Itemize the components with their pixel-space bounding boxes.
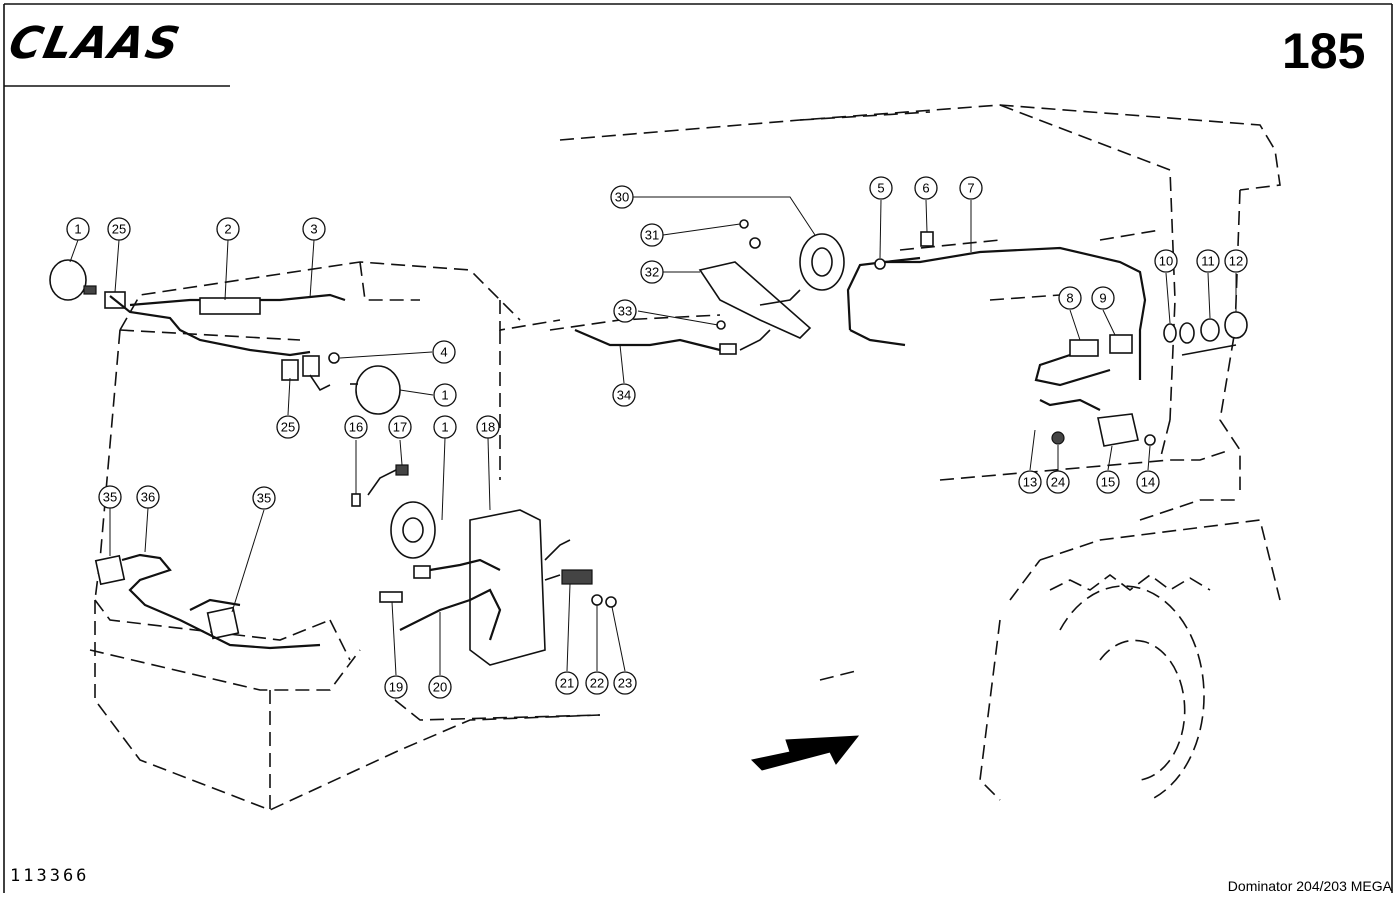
drawing-number: 113366 — [10, 866, 90, 886]
svg-text:31: 31 — [645, 228, 659, 243]
svg-text:21: 21 — [560, 676, 574, 691]
callout-35: 35 — [252, 486, 276, 510]
callout-16: 16 — [344, 415, 368, 439]
page-number: 185 — [1282, 23, 1366, 79]
callout-9: 9 — [1091, 286, 1115, 310]
callout-8: 8 — [1058, 286, 1082, 310]
svg-text:5: 5 — [877, 181, 884, 196]
callout-4: 4 — [432, 340, 456, 364]
svg-text:35: 35 — [257, 491, 271, 506]
callout-20: 20 — [428, 675, 452, 699]
svg-text:36: 36 — [141, 490, 155, 505]
svg-text:6: 6 — [922, 181, 929, 196]
callout-24: 24 — [1046, 470, 1070, 494]
callout-32: 32 — [640, 260, 664, 284]
model-name: Dominator 204/203 MEGA — [1227, 878, 1392, 894]
work-lamp-icon — [49, 259, 87, 301]
svg-text:7: 7 — [967, 181, 974, 196]
right-parts — [846, 231, 1248, 447]
callout-1: 1 — [433, 383, 457, 407]
svg-text:22: 22 — [590, 676, 604, 691]
callout-18: 18 — [476, 415, 500, 439]
callout-12: 12 — [1224, 249, 1248, 273]
callout-5: 5 — [869, 176, 893, 200]
svg-text:1: 1 — [74, 222, 81, 237]
cab-outline — [89, 261, 601, 811]
direction-arrow-icon — [750, 735, 860, 771]
svg-text:12: 12 — [1229, 254, 1243, 269]
svg-text:18: 18 — [481, 420, 495, 435]
leader-lines — [69, 196, 1237, 676]
svg-text:32: 32 — [645, 265, 659, 280]
svg-text:10: 10 — [1159, 254, 1173, 269]
svg-text:24: 24 — [1051, 475, 1065, 490]
svg-text:35: 35 — [103, 490, 117, 505]
svg-text:11: 11 — [1201, 254, 1215, 269]
callout-25: 25 — [276, 415, 300, 439]
callout-10: 10 — [1154, 249, 1178, 273]
callout-22: 22 — [585, 671, 609, 695]
left-parts — [49, 259, 617, 666]
callout-2: 2 — [216, 217, 240, 241]
callout-15: 15 — [1096, 470, 1120, 494]
callout-14: 14 — [1136, 470, 1160, 494]
callout-13: 13 — [1018, 470, 1042, 494]
callout-3: 3 — [302, 217, 326, 241]
callout-33: 33 — [613, 299, 637, 323]
callout-11: 11 — [1196, 249, 1220, 273]
svg-text:4: 4 — [440, 345, 447, 360]
callout-34: 34 — [612, 383, 636, 407]
svg-text:14: 14 — [1141, 475, 1155, 490]
svg-text:15: 15 — [1101, 475, 1115, 490]
svg-text:30: 30 — [615, 190, 629, 205]
svg-text:25: 25 — [281, 420, 295, 435]
callout-21: 21 — [555, 671, 579, 695]
svg-text:20: 20 — [433, 680, 447, 695]
callout-7: 7 — [959, 176, 983, 200]
svg-text:19: 19 — [389, 680, 403, 695]
svg-text:9: 9 — [1099, 291, 1106, 306]
svg-text:25: 25 — [112, 222, 126, 237]
svg-text:1: 1 — [441, 388, 448, 403]
callout-25: 25 — [107, 217, 131, 241]
callout-36: 36 — [136, 485, 160, 509]
callout-19: 19 — [384, 675, 408, 699]
callout-23: 23 — [613, 671, 637, 695]
svg-text:23: 23 — [618, 676, 632, 691]
svg-text:13: 13 — [1023, 475, 1037, 490]
svg-text:17: 17 — [393, 420, 407, 435]
callout-31: 31 — [640, 223, 664, 247]
callout-6: 6 — [914, 176, 938, 200]
beacon-lamp-icon — [799, 233, 845, 291]
center-parts — [574, 219, 845, 355]
callout-35: 35 — [98, 485, 122, 509]
svg-text:16: 16 — [349, 420, 363, 435]
svg-text:3: 3 — [310, 222, 317, 237]
svg-text:33: 33 — [618, 304, 632, 319]
callout-30: 30 — [610, 185, 634, 209]
svg-text:34: 34 — [617, 388, 631, 403]
svg-text:8: 8 — [1066, 291, 1073, 306]
combine-outline — [549, 104, 1281, 801]
callout-1: 1 — [433, 415, 457, 439]
callout-17: 17 — [388, 415, 412, 439]
svg-text:1: 1 — [441, 420, 448, 435]
callout-1: 1 — [66, 217, 90, 241]
svg-text:2: 2 — [224, 222, 231, 237]
